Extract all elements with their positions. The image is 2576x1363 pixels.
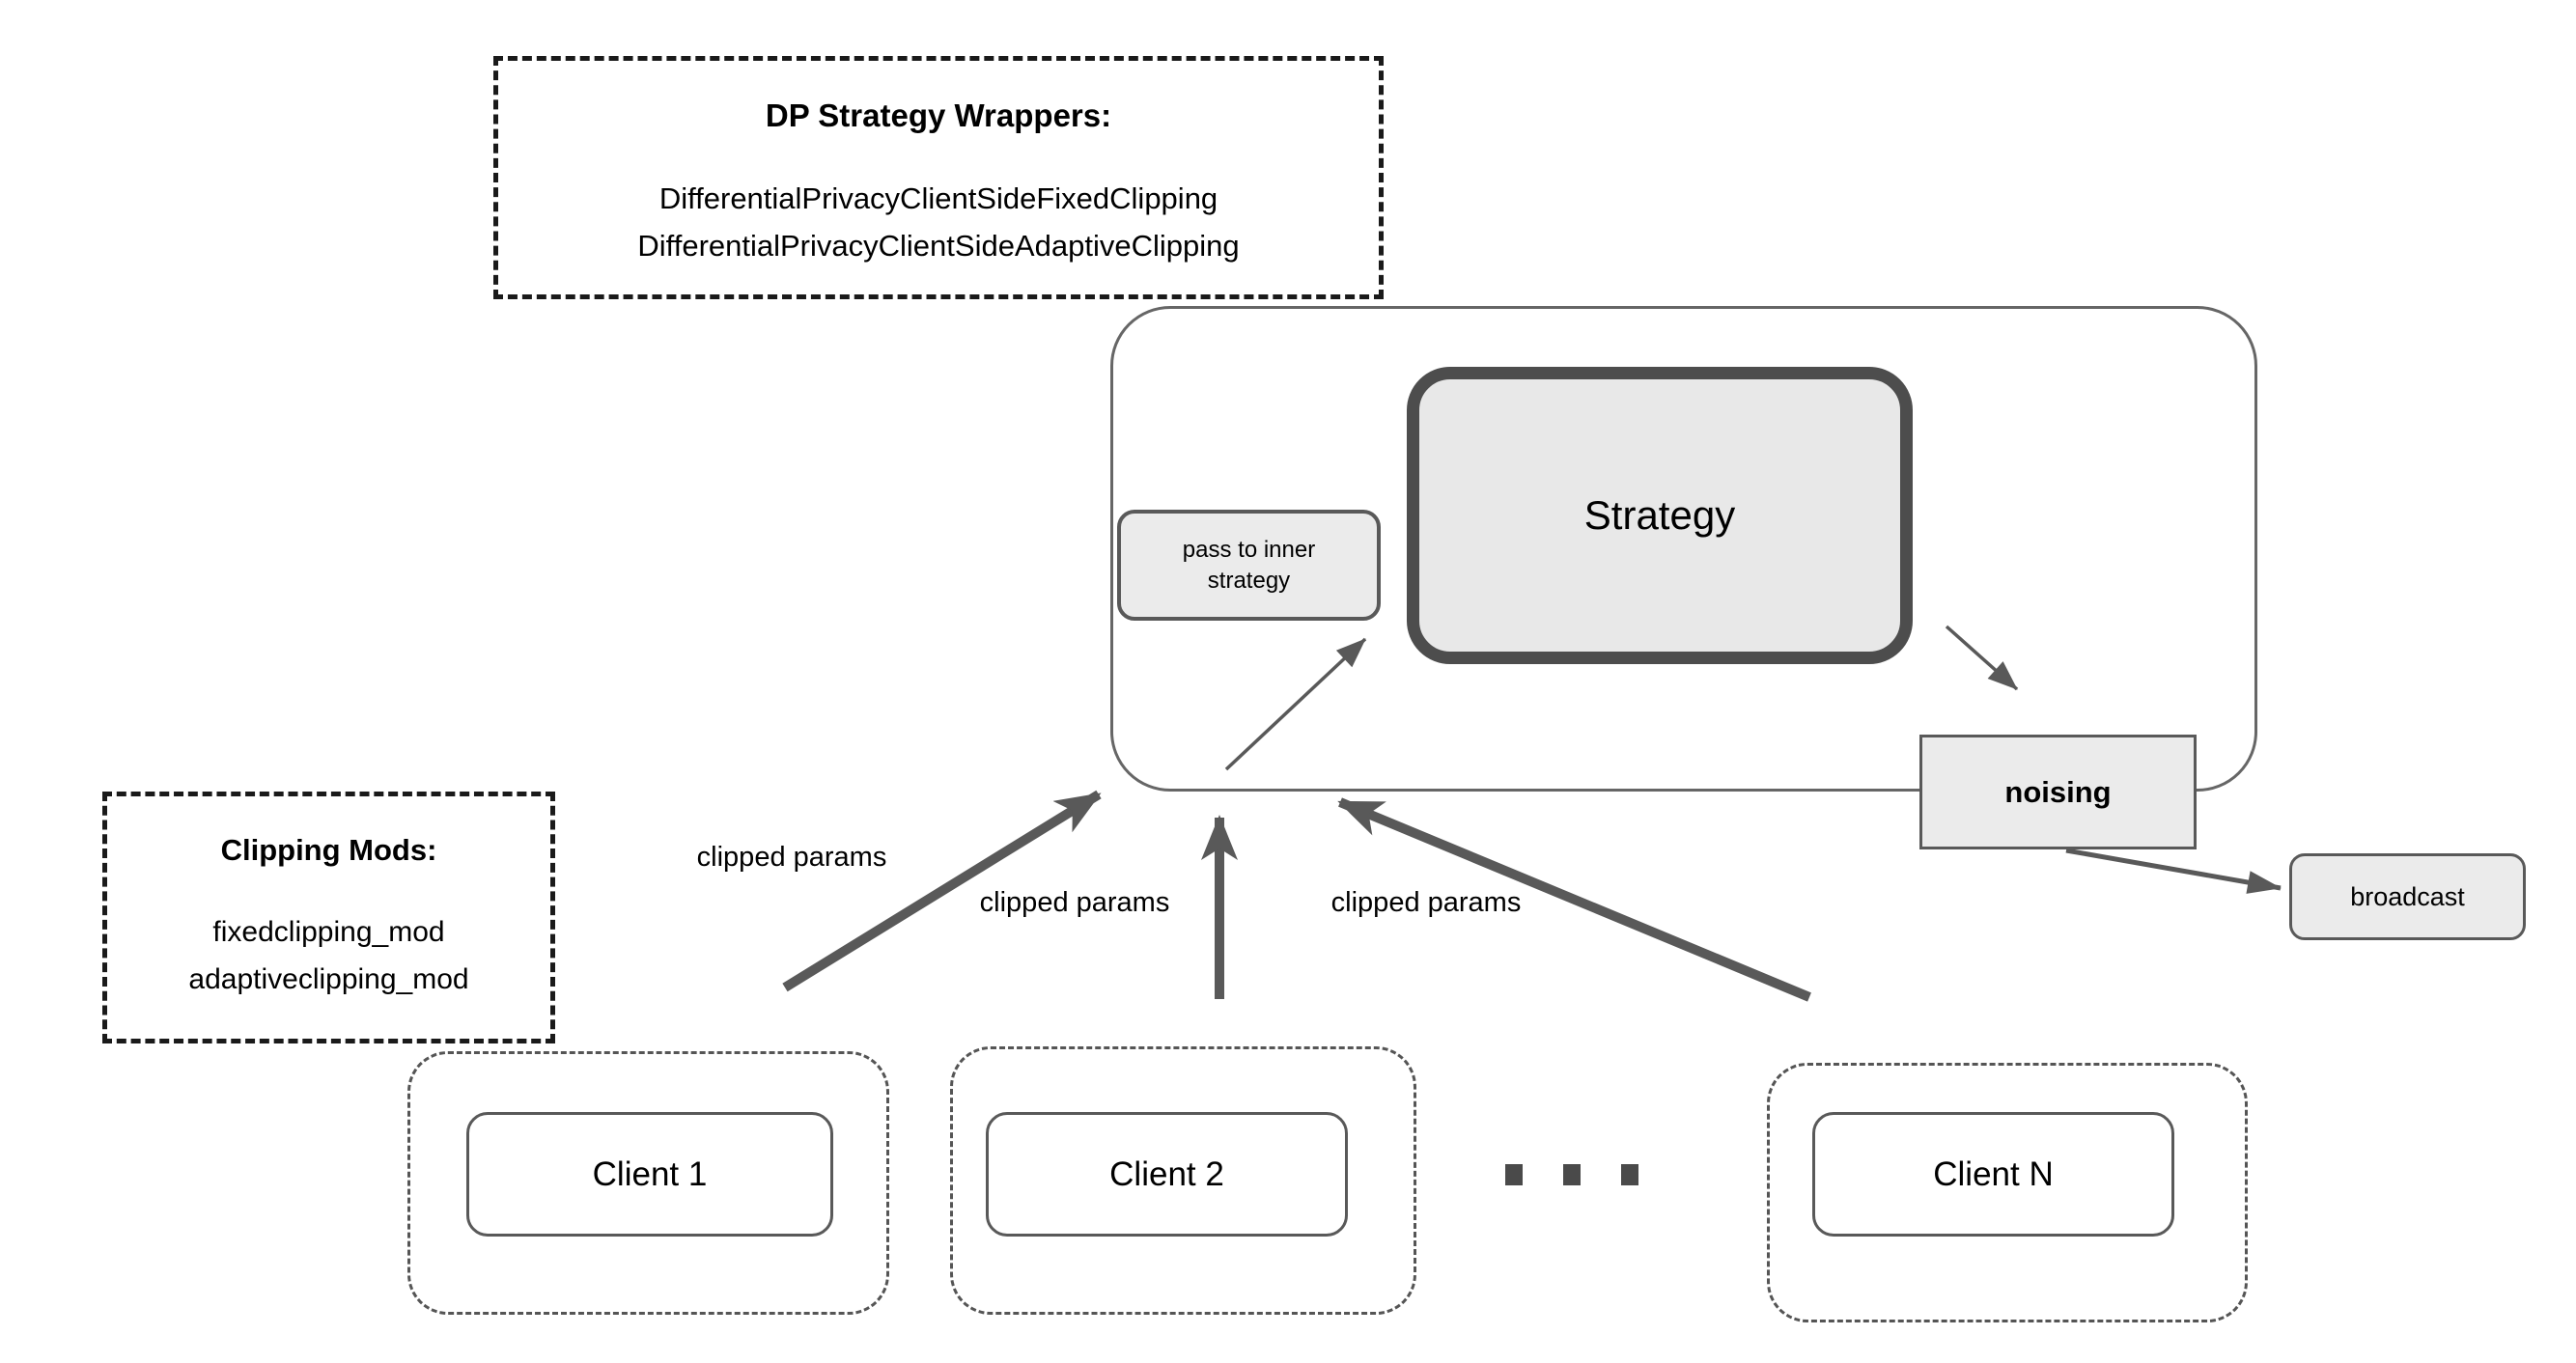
strategy-label: Strategy — [1583, 492, 1736, 538]
mod-fixedclipping: fixedclipping_mod — [212, 916, 445, 948]
arrow-noising-to-broadcast — [2065, 848, 2282, 894]
client-n-dashed-boundary — [1767, 1063, 2248, 1322]
broadcast-box: broadcast — [2289, 853, 2526, 940]
clipped-params-label-3: clipped params — [1330, 887, 1522, 918]
ellipsis-dot — [1505, 1164, 1523, 1185]
clipping-mods-items: fixedclipping_mod adaptiveclipping_mod — [107, 908, 550, 1003]
noising-label: noising — [2004, 774, 2112, 809]
client-1-box: Client 1 — [466, 1112, 833, 1237]
dp-strategy-wrappers-box: DP Strategy Wrappers: DifferentialPrivac… — [493, 56, 1384, 299]
wrapper-class-fixed-clipping: DifferentialPrivacyClientSideFixedClippi… — [658, 181, 1218, 215]
dp-strategy-wrappers-title: DP Strategy Wrappers: — [765, 97, 1112, 133]
clipped-params-label-1: clipped params — [696, 842, 887, 873]
client-1-label: Client 1 — [592, 1154, 708, 1193]
ellipsis-dot — [1621, 1164, 1638, 1185]
client-2-label: Client 2 — [1109, 1154, 1224, 1193]
client-1-dashed-boundary — [407, 1051, 889, 1315]
broadcast-label: broadcast — [2350, 881, 2465, 911]
noising-box: noising — [1919, 735, 2197, 849]
strategy-box: Strategy — [1407, 367, 1913, 664]
clipping-mods-box: Clipping Mods: fixedclipping_mod adaptiv… — [102, 792, 555, 1043]
ellipsis-dot — [1563, 1164, 1581, 1185]
dp-strategy-wrappers-items: DifferentialPrivacyClientSideFixedClippi… — [498, 175, 1379, 269]
pass-to-inner-strategy-label: pass to inner strategy — [1182, 536, 1316, 594]
wrapper-class-adaptive-clipping: DifferentialPrivacyClientSideAdaptiveCli… — [637, 229, 1240, 263]
clients-ellipsis-icon — [1505, 1164, 1638, 1185]
client-2-dashed-boundary — [950, 1046, 1416, 1315]
client-n-label: Client N — [1933, 1154, 2054, 1193]
mod-adaptiveclipping: adaptiveclipping_mod — [188, 963, 469, 995]
client-n-box: Client N — [1812, 1112, 2174, 1237]
client-2-box: Client 2 — [986, 1112, 1348, 1237]
pass-to-inner-strategy-box: pass to inner strategy — [1117, 510, 1381, 621]
clipped-params-label-2: clipped params — [979, 887, 1170, 918]
clipping-mods-title: Clipping Mods: — [220, 833, 437, 867]
